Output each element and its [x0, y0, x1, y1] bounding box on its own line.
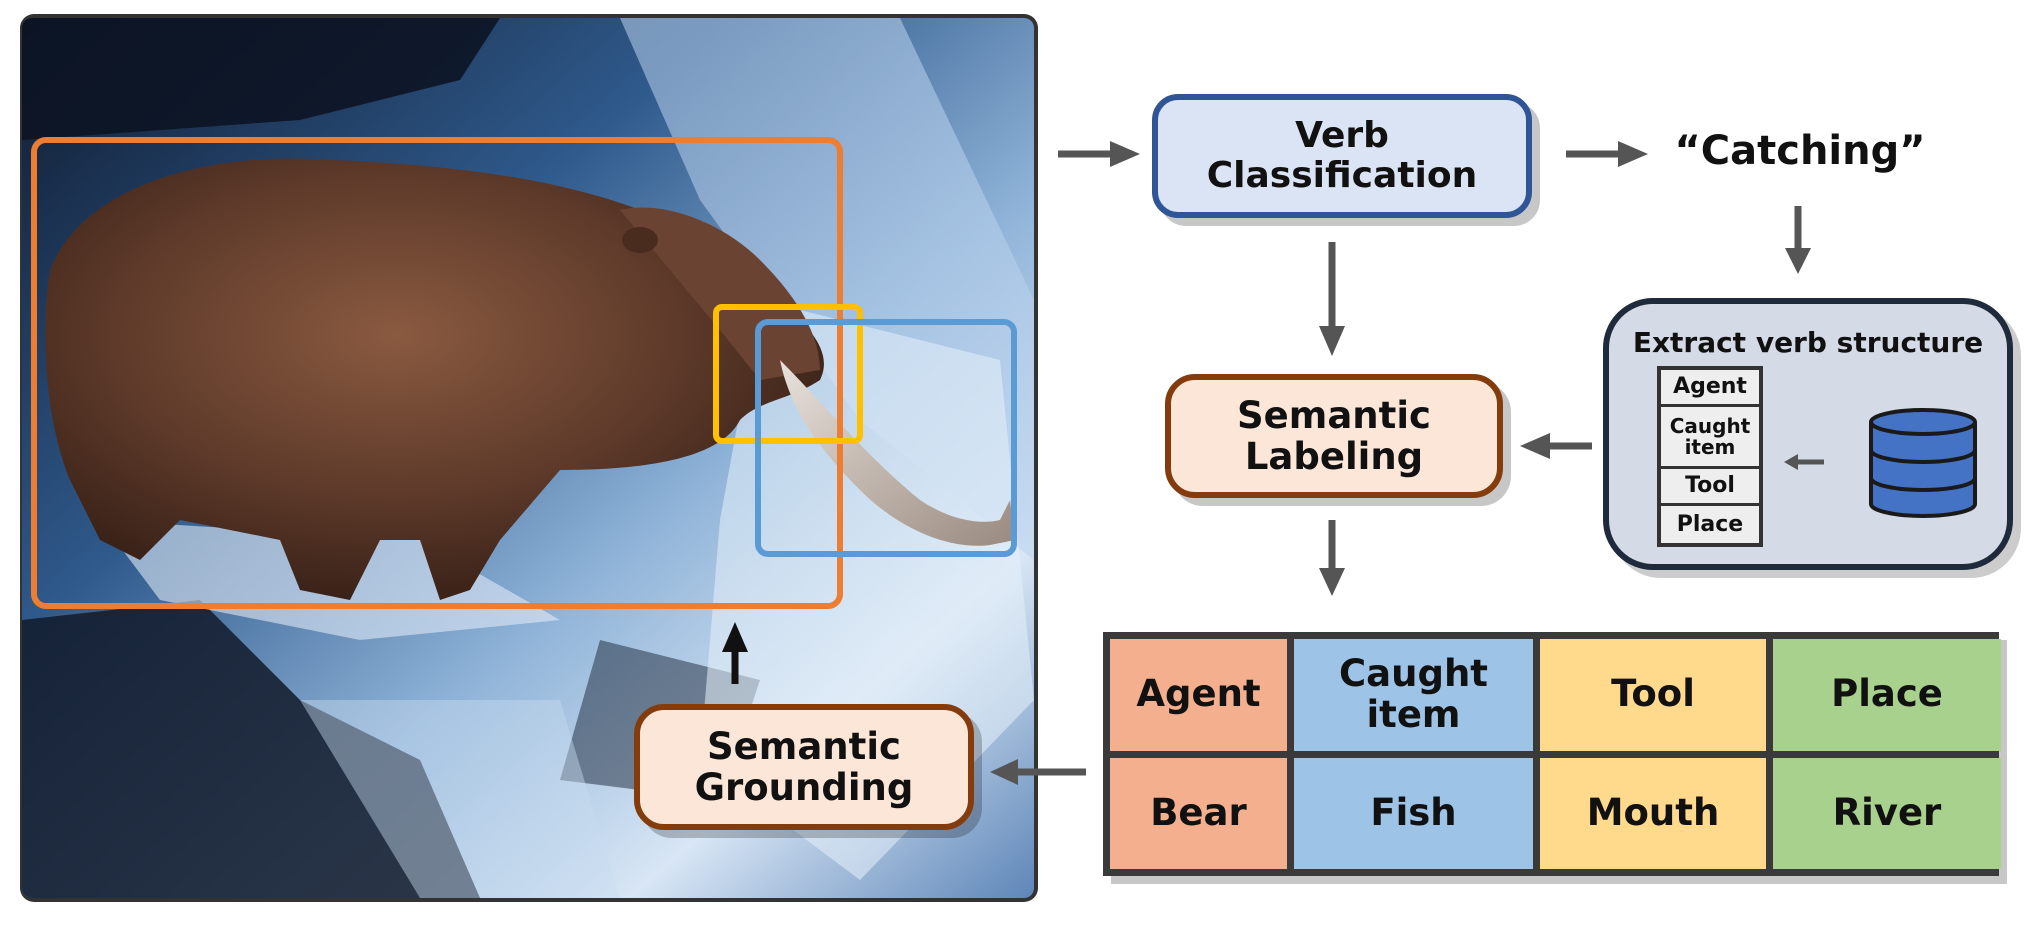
arrow-verb-to-labeling-icon	[1319, 242, 1345, 356]
arrow-table-to-grounding-icon	[990, 759, 1086, 785]
semantic-grounding-box: Semantic Grounding	[634, 704, 974, 830]
arrow-db-to-list-icon	[1784, 454, 1824, 470]
agent-bbox	[31, 137, 843, 609]
arrow-extract-to-labeling-icon	[1520, 433, 1592, 459]
table-header-place: Place	[1773, 639, 2001, 751]
table-value-agent: Bear	[1110, 757, 1287, 869]
caught-item-bbox	[755, 319, 1017, 557]
semantic-frame-table: Agent Caught item Tool Place Bear Fish M…	[1103, 632, 2001, 876]
verb-role-list: Agent Caught item Tool Place	[1657, 366, 1763, 547]
table-header-tool: Tool	[1540, 639, 1766, 751]
role-item-agent: Agent	[1661, 370, 1759, 407]
role-item-caught-item: Caught item	[1661, 407, 1759, 469]
arrow-photo-to-verb-icon	[1058, 141, 1140, 167]
verb-classification-box: Verb Classification	[1152, 94, 1532, 218]
table-value-place: River	[1773, 757, 2001, 869]
flow-arrows	[990, 141, 1811, 785]
database-icon	[1869, 408, 1977, 518]
role-item-tool: Tool	[1661, 469, 1759, 506]
table-header-agent: Agent	[1110, 639, 1287, 751]
semantic-labeling-box: Semantic Labeling	[1165, 374, 1503, 498]
arrow-catching-to-extract-icon	[1785, 206, 1811, 274]
arrow-grounding-to-bbox-icon	[722, 622, 748, 684]
table-value-caught-item: Fish	[1294, 757, 1533, 869]
table-header-caught-item: Caught item	[1294, 639, 1533, 751]
extract-verb-structure-panel: Extract verb structure Agent Caught item…	[1603, 298, 2013, 570]
role-item-place: Place	[1676, 511, 1744, 537]
catching-verb-label: “Catching”	[1674, 128, 1926, 174]
arrow-labeling-to-table-icon	[1319, 520, 1345, 596]
table-value-tool: Mouth	[1540, 757, 1766, 869]
arrow-verb-to-catching-icon	[1566, 141, 1648, 167]
tool-bbox	[713, 304, 863, 444]
extract-panel-title: Extract verb structure	[1632, 326, 1984, 359]
